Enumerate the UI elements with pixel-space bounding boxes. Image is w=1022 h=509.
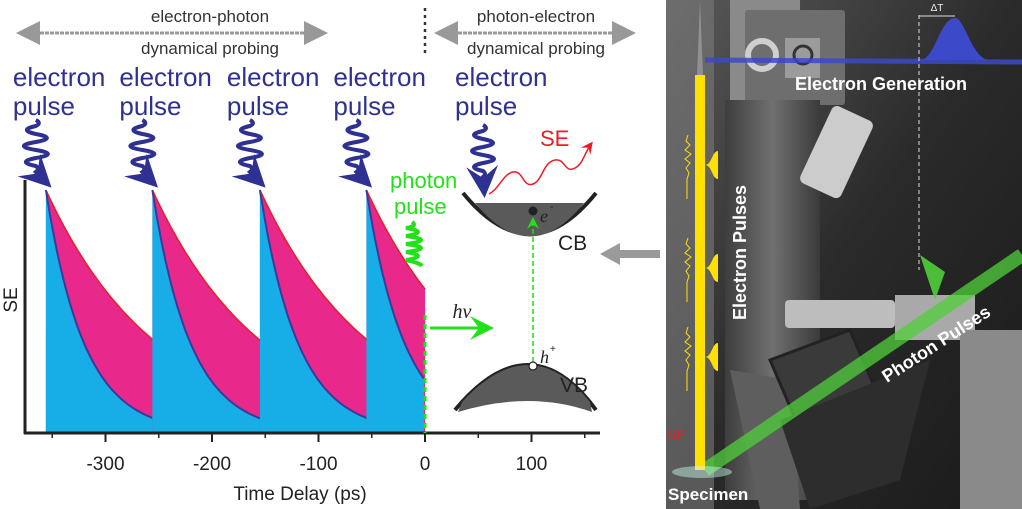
delta-t-label: ΔT — [931, 3, 944, 14]
slow-decay-area — [45, 190, 426, 433]
electron-dot — [528, 206, 538, 216]
y-axis-label: SE — [1, 287, 22, 312]
cb-label: CB — [558, 232, 587, 255]
detector — [800, 106, 873, 199]
photon-beam — [701, 249, 1022, 476]
header-left-top: electron-photon — [151, 7, 269, 26]
electron-generation-beam — [704, 57, 1022, 65]
specimen-label: Specimen — [668, 485, 748, 504]
electron-pulse-label-1: electron — [227, 62, 319, 92]
se-label: SE — [540, 126, 569, 151]
electron-pulse-label-2: pulse — [227, 91, 289, 121]
electron-pulse-label-1: electron — [13, 62, 106, 92]
electron-pulses: electronpulseelectronpulseelectronpulsee… — [13, 62, 426, 188]
electron-pulse-marker — [705, 151, 718, 179]
axes: -300 -200 -100 0 100 Time Delay (ps) SE — [1, 180, 600, 505]
x-tick-label: 100 — [516, 454, 548, 475]
hv-label: hν — [453, 301, 472, 323]
link-arrow — [600, 243, 660, 265]
slow-decay-area — [152, 190, 426, 433]
electron-pulse-label-2: pulse — [333, 91, 395, 121]
electron-wave-icon — [231, 118, 266, 188]
fast-decay-curve — [365, 189, 425, 380]
fast-decay-area — [366, 190, 424, 433]
fast-decay-area — [45, 190, 259, 433]
electron-wave-icon — [466, 123, 499, 198]
electron-wave-icon — [684, 237, 692, 302]
header: electron-photon dynamical probing photon… — [16, 7, 636, 58]
electron-wave-icon — [684, 134, 692, 199]
photo-se-label: SE — [667, 427, 686, 443]
vb-label: VB — [560, 374, 588, 397]
electron-pulse-marker — [705, 343, 718, 371]
hole-dot — [528, 361, 538, 371]
electron-beam — [695, 75, 705, 470]
electron-pulse-label-2: pulse — [119, 91, 181, 121]
x-tick-label: -300 — [86, 454, 124, 475]
electron-sup: - — [550, 202, 553, 213]
laser-pulse-shape — [920, 18, 990, 60]
electron-pulse-label-2: pulse — [455, 91, 517, 121]
header-right-bottom: dynamical probing — [467, 39, 605, 58]
electron-generation-label: Electron Generation — [795, 74, 967, 94]
electron-wave-icon — [684, 326, 692, 391]
electron-pulse-markers — [684, 134, 718, 391]
electron-pulse-marker — [705, 254, 718, 282]
se-emission-arrow — [488, 141, 593, 195]
header-right-top: photon-electron — [477, 7, 595, 26]
hole-sup: + — [550, 344, 556, 355]
electron-pulse-label-2: pulse — [13, 91, 75, 121]
band-diagram: electron pulse SE e - CB h + VB — [453, 62, 598, 412]
x-axis-label: Time Delay (ps) — [233, 484, 366, 505]
electron-pulse-label-1: electron — [333, 62, 426, 92]
instrument-illustration: ΔT Electron Generation Photon Pulses Ele… — [666, 0, 1022, 509]
x-ticks: -300 -200 -100 0 100 — [51, 433, 586, 475]
fast-decay-area — [259, 190, 424, 433]
electron-pulse-label-1: electron — [119, 62, 212, 92]
hole-symbol: h — [540, 347, 549, 367]
electron-symbol: e — [540, 206, 548, 226]
x-tick-label: 0 — [420, 454, 431, 475]
fast-decay-area — [152, 190, 366, 433]
vb-fill — [458, 365, 592, 412]
electron-wave-icon — [124, 118, 159, 188]
se-decay-areas — [44, 189, 426, 434]
x-tick-label: -200 — [193, 454, 231, 475]
electron-pulses-label: Electron Pulses — [730, 185, 750, 320]
x-tick-label: -100 — [299, 454, 337, 475]
slow-decay-curve — [365, 189, 426, 290]
photon-pulse-label-2: pulse — [394, 194, 447, 219]
electron-pulse-label-1: electron — [455, 62, 548, 92]
port-ring — [745, 38, 779, 72]
specimen-glow — [672, 466, 732, 478]
photon-pulse-label-1: photon — [390, 168, 457, 193]
electron-wave-icon — [17, 118, 52, 188]
header-left-bottom: dynamical probing — [141, 39, 279, 58]
photon-wave-icon — [405, 220, 424, 268]
photon-pulse: photon pulse hν — [390, 168, 494, 433]
electron-wave-icon — [338, 118, 373, 188]
